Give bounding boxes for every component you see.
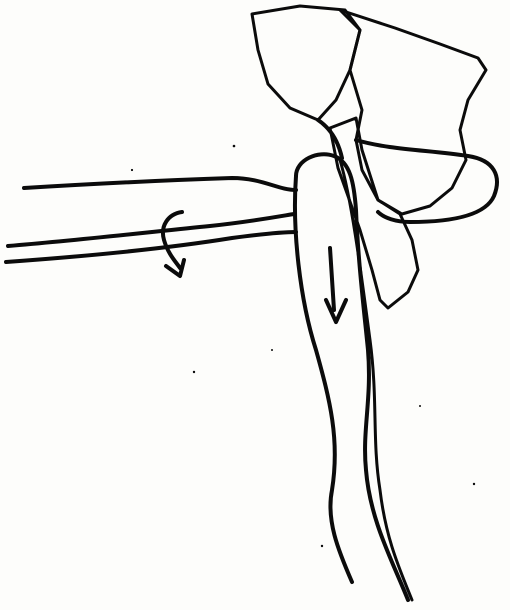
arm-horizontal-top — [24, 178, 296, 190]
paper-specks — [131, 145, 475, 548]
shoulder-crosshatch — [252, 6, 360, 120]
arm-horizontal-lower — [6, 232, 296, 262]
garment-hatch-upper — [340, 10, 486, 214]
arm-vertical-shade — [340, 160, 412, 600]
back-curve — [356, 140, 497, 222]
arm-vertical-inner — [295, 176, 352, 582]
down-arrow-icon — [326, 248, 346, 322]
arm-horizontal-bottom — [8, 214, 294, 246]
